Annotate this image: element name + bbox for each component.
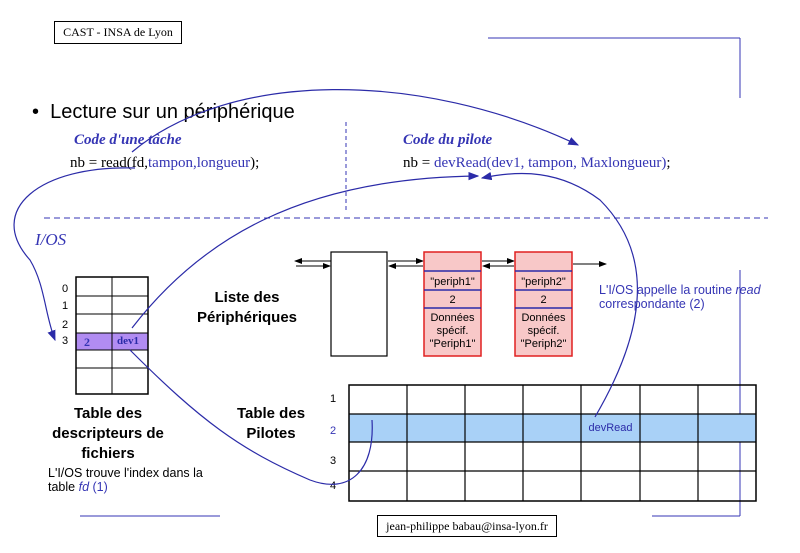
task-code-args: tampon,longueur <box>148 155 251 171</box>
task-code-line: nb = read(fd,tampon,longueur); <box>70 155 259 172</box>
device1-data: Données spécif. "Periph1" <box>424 312 481 351</box>
device-note: L'I/OS appelle la routine read correspon… <box>599 283 761 311</box>
bullet-text: Lecture sur un périphérique <box>50 101 295 123</box>
driver-cell-devread: devRead <box>588 422 633 434</box>
fd-index-1: 1 <box>62 300 69 312</box>
driver-code-label: Code du pilote <box>403 132 493 148</box>
device2-index: 2 <box>540 294 547 306</box>
device1-data-line1: Données <box>430 312 475 324</box>
device1-index: 2 <box>449 294 456 306</box>
driver-code-suffix: ; <box>666 155 671 171</box>
fd-index-2: 2 <box>62 319 69 331</box>
device-note-prefix: L'I/OS appelle la routine <box>599 283 736 297</box>
device1-data-line3: "Periph1" <box>429 338 476 350</box>
fd-row3-dev: dev1 <box>117 335 139 347</box>
driver-code-prefix: nb = <box>403 155 434 171</box>
slide-bullet-title: • Lecture sur un périphérique <box>32 100 295 124</box>
footer-email: jean-philippe babau@insa-lyon.fr <box>377 515 557 537</box>
driver-row-4: 4 <box>330 480 337 492</box>
device2-name: "periph2" <box>521 276 566 288</box>
fd-note: L'I/OS trouve l'index dans la table fd (… <box>48 466 203 494</box>
ios-label: I/OS <box>35 230 67 249</box>
driver-code-call: devRead(dev1, tampon, Maxlongueur) <box>433 155 667 171</box>
driver-row-3: 3 <box>330 455 337 467</box>
fd-index-0: 0 <box>62 283 69 295</box>
task-code-suffix: ); <box>250 155 260 171</box>
fd-note-line1: L'I/OS trouve l'index dans la <box>48 466 203 480</box>
device1-name: "periph1" <box>430 276 475 288</box>
header-label: CAST - INSA de Lyon <box>54 21 182 44</box>
device-note-line1: L'I/OS appelle la routine read <box>599 283 761 297</box>
driver-row-2: 2 <box>330 425 337 437</box>
task-code-prefix: nb = read(fd, <box>70 155 149 171</box>
fd-note-fd: fd <box>78 480 90 494</box>
fd-row3-value: 2 <box>84 335 90 349</box>
device-note-read: read <box>735 283 761 297</box>
device-list-title: Liste des Périphériques <box>196 289 298 326</box>
device1-data-line2: spécif. <box>436 325 469 337</box>
fd-table-title: Table des descripteurs de fichiers <box>52 405 164 462</box>
bullet-dot: • <box>32 101 51 123</box>
device2-data-line3: "Periph2" <box>520 338 567 350</box>
driver-code-line: nb = devRead(dev1, tampon, Maxlongueur); <box>403 155 671 172</box>
device-note-line2: correspondante (2) <box>599 297 705 311</box>
fd-note-prefix: table <box>48 480 79 494</box>
device2-data-line2: spécif. <box>527 325 560 337</box>
fd-note-line2: table fd (1) <box>48 480 203 494</box>
driver-table-title: Table des Pilotes <box>236 405 306 442</box>
fd-index-3: 3 <box>62 335 69 347</box>
device2-data-line1: Données <box>521 312 566 324</box>
driver-row-1: 1 <box>330 393 337 405</box>
device2-data: Données spécif. "Periph2" <box>515 312 572 351</box>
fd-note-ref: (1) <box>89 480 108 494</box>
